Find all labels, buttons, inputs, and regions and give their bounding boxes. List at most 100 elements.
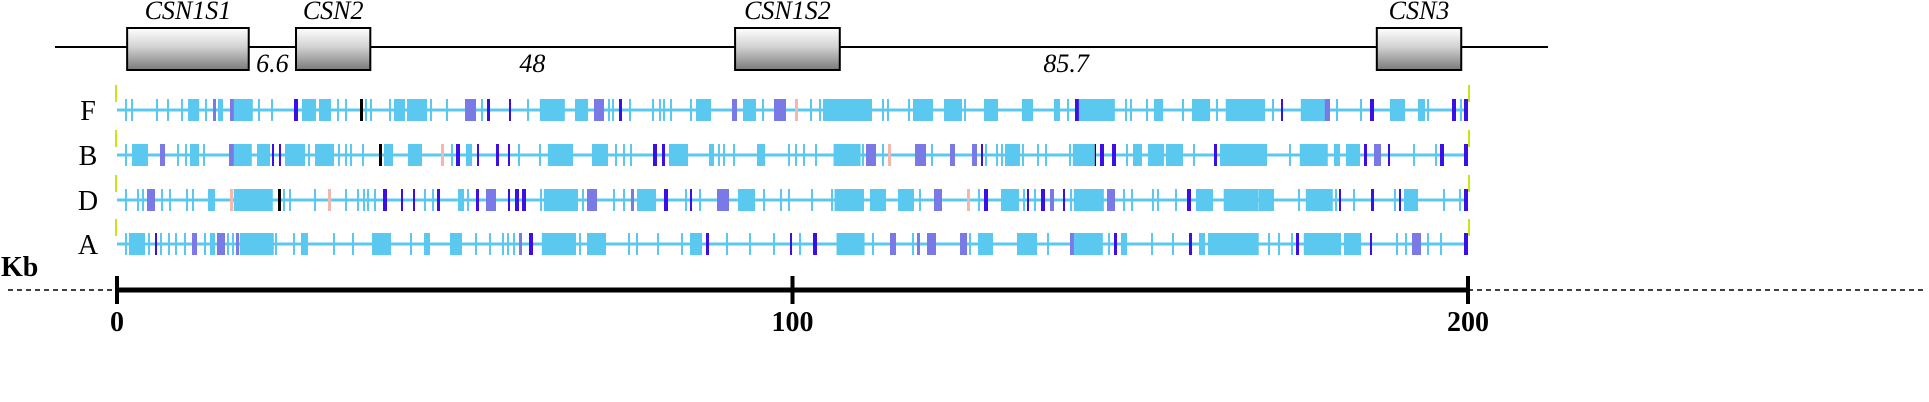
track-segment bbox=[912, 233, 914, 255]
track-segment bbox=[1440, 233, 1442, 255]
track-segment bbox=[637, 189, 656, 211]
track-segment bbox=[788, 144, 790, 166]
track-segment bbox=[1131, 189, 1133, 211]
track-segment bbox=[629, 99, 631, 121]
track-segment bbox=[360, 99, 363, 121]
track-segment bbox=[887, 99, 889, 121]
track-segment bbox=[338, 144, 340, 166]
track-segment bbox=[314, 189, 316, 211]
track-segment bbox=[1050, 189, 1054, 211]
track-segment bbox=[1100, 144, 1104, 166]
track-segment bbox=[190, 144, 199, 166]
track-segment bbox=[1130, 99, 1132, 121]
track-segment bbox=[813, 233, 817, 255]
track-segment bbox=[519, 233, 522, 255]
track-segment bbox=[799, 233, 801, 255]
track-segment bbox=[706, 233, 709, 255]
track-segment bbox=[582, 189, 584, 211]
track-segment bbox=[456, 144, 460, 166]
track-segment bbox=[486, 189, 496, 211]
track-segment bbox=[155, 233, 157, 255]
track-segment bbox=[690, 189, 692, 211]
track-segment bbox=[357, 189, 359, 211]
haplotype-track-f: F bbox=[80, 85, 1470, 127]
track-segment bbox=[1063, 189, 1065, 211]
track-segment bbox=[1440, 144, 1444, 166]
track-segment bbox=[733, 144, 735, 166]
track-segment bbox=[623, 189, 625, 211]
track-label: D bbox=[78, 186, 98, 217]
axis-tick-label: 100 bbox=[772, 307, 814, 338]
track-segment bbox=[401, 189, 403, 211]
track-segment bbox=[726, 233, 728, 255]
track-segment bbox=[315, 144, 334, 166]
track-end-segment bbox=[1464, 233, 1468, 255]
track-segment bbox=[208, 189, 215, 211]
track-segment bbox=[690, 99, 692, 121]
track-segment bbox=[147, 189, 155, 211]
track-segment bbox=[908, 99, 910, 121]
intergenic-distance-label: 48 bbox=[519, 49, 545, 78]
track-segment bbox=[1187, 189, 1191, 211]
track-segment bbox=[289, 189, 291, 211]
track-segment bbox=[1370, 99, 1374, 121]
intergenic-distance-label: 6.6 bbox=[256, 49, 289, 78]
track-segment bbox=[685, 189, 687, 211]
track-segment bbox=[763, 189, 765, 211]
track-segment bbox=[996, 144, 998, 166]
track-segment bbox=[652, 99, 654, 121]
track-segment bbox=[967, 189, 970, 211]
track-segment bbox=[1249, 144, 1267, 166]
track-segment bbox=[293, 233, 295, 255]
track-segment bbox=[213, 99, 216, 121]
track-segment bbox=[579, 233, 581, 255]
track-segment bbox=[477, 144, 479, 166]
track-segment bbox=[475, 233, 477, 255]
track-segment bbox=[258, 99, 260, 121]
track-segment bbox=[272, 144, 274, 166]
track-segment bbox=[275, 233, 277, 255]
track-block bbox=[539, 99, 565, 121]
gene-box-csn1s2 bbox=[734, 27, 841, 71]
track-segment bbox=[913, 99, 933, 121]
track-segment bbox=[283, 189, 285, 211]
track-label: B bbox=[79, 141, 98, 172]
track-segment bbox=[1152, 189, 1154, 211]
track-segment bbox=[1037, 144, 1039, 166]
track-segment bbox=[670, 99, 672, 121]
track-segment bbox=[1151, 233, 1153, 255]
track-segment bbox=[1396, 233, 1398, 255]
track-segment bbox=[664, 189, 668, 211]
track-segment bbox=[137, 189, 139, 211]
track-segment bbox=[508, 189, 510, 211]
track-segment bbox=[181, 99, 183, 121]
track-segment bbox=[184, 233, 186, 255]
track-segment bbox=[279, 144, 281, 166]
track-block bbox=[1225, 99, 1265, 121]
track-segment bbox=[148, 233, 150, 255]
track-segment bbox=[465, 99, 476, 121]
track-segment bbox=[1452, 99, 1456, 121]
track-segment bbox=[1399, 189, 1401, 211]
track-segment bbox=[653, 144, 657, 166]
track-segment bbox=[628, 233, 630, 255]
gene-label: CSN1S1 bbox=[145, 0, 232, 25]
track-segment bbox=[125, 99, 127, 121]
haplotype-track-d: D bbox=[78, 175, 1470, 217]
track-segment bbox=[1388, 144, 1390, 166]
track-end-segment bbox=[1464, 189, 1468, 211]
track-segment bbox=[424, 189, 426, 211]
track-segment bbox=[1154, 99, 1163, 121]
track-segment bbox=[333, 233, 335, 255]
track-segment bbox=[230, 189, 233, 211]
track-segment bbox=[1034, 189, 1036, 211]
track-segment bbox=[129, 233, 145, 255]
track-segment bbox=[384, 144, 393, 166]
gene-box-csn2 bbox=[295, 27, 372, 71]
track-segment bbox=[1330, 233, 1341, 255]
track-block bbox=[1223, 189, 1259, 211]
track-segment bbox=[210, 233, 215, 255]
track-segment bbox=[981, 144, 983, 166]
track-block bbox=[1303, 233, 1335, 255]
track-segment bbox=[788, 189, 790, 211]
